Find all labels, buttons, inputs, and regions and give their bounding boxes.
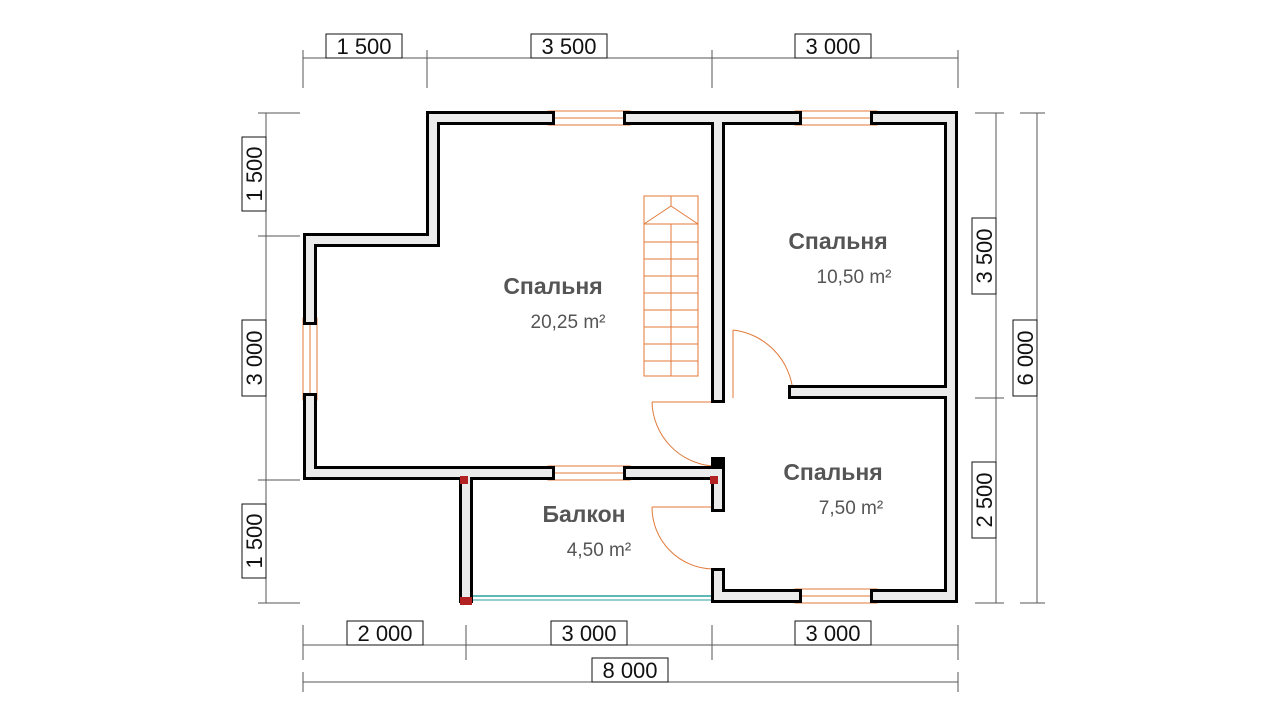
svg-text:3 000: 3 000 [805,34,860,59]
room-label-bedroom-lower-right: Спальня 7,50 m² [783,459,883,519]
svg-text:7,50 m²: 7,50 m² [819,498,883,519]
svg-text:4,50 m²: 4,50 m² [567,540,631,561]
door-balcony [651,506,713,570]
dim-label-bottom-2: 3 000 [550,620,628,646]
svg-text:3 500: 3 500 [972,228,997,283]
svg-text:8 000: 8 000 [602,658,657,683]
svg-text:10,50 m²: 10,50 m² [817,267,892,288]
post-markers [460,476,718,605]
svg-text:Спальня: Спальня [503,273,602,299]
svg-text:1 500: 1 500 [336,34,391,59]
svg-text:2 000: 2 000 [357,621,412,646]
svg-text:1 500: 1 500 [242,146,267,201]
window-bottom-right [794,588,878,604]
dim-label-bottom-3: 3 000 [794,620,872,646]
dim-label-bottom-1: 2 000 [346,620,424,646]
walls [303,111,958,603]
svg-text:3 000: 3 000 [242,330,267,385]
svg-text:6 000: 6 000 [1013,330,1038,385]
room-label-bedroom-upper-right: Спальня 10,50 m² [788,228,891,288]
svg-text:20,25 m²: 20,25 m² [531,312,606,333]
svg-text:Спальня: Спальня [788,228,887,254]
dim-label-top-2: 3 500 [530,33,608,59]
staircase [643,195,699,377]
dim-label-left-3: 1 500 [241,503,267,579]
dim-label-top-3: 3 000 [794,33,872,59]
svg-text:Балкон: Балкон [542,501,625,527]
balcony-railing [472,595,712,601]
dim-label-right-1: 3 500 [971,217,997,295]
dim-label-top-1: 1 500 [325,33,403,59]
dim-label-total: 8 000 [591,657,669,683]
svg-text:3 000: 3 000 [805,621,860,646]
window-top-left [547,110,631,126]
window-left [302,317,318,401]
svg-text:3 500: 3 500 [541,34,596,59]
svg-text:2 500: 2 500 [972,472,997,527]
room-label-balcony: Балкон 4,50 m² [542,501,631,561]
door-bedroom-upper [732,329,794,398]
dim-label-left-2: 3 000 [241,319,267,397]
svg-text:Спальня: Спальня [783,459,882,485]
window-top-right [794,110,878,126]
room-label-bedroom-large: Спальня 20,25 m² [503,273,605,333]
svg-text:3 000: 3 000 [561,621,616,646]
window-middle [547,465,631,481]
dim-label-left-1: 1 500 [241,136,267,212]
dim-label-right-total: 6 000 [1012,319,1038,397]
dim-label-right-2: 2 500 [971,461,997,539]
walls-fill [306,114,955,600]
svg-text:1 500: 1 500 [242,513,267,568]
door-stair-hall [651,401,718,467]
